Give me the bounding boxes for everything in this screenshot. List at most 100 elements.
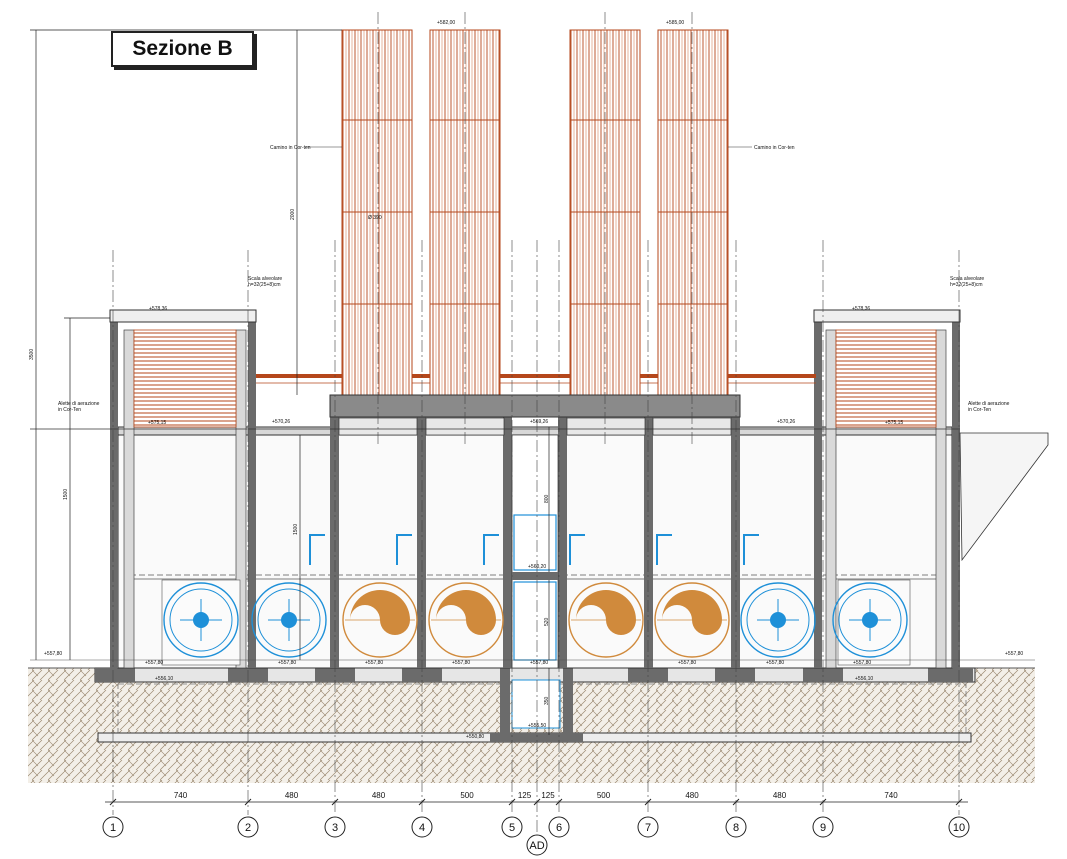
note-stair-right-2: h=32(25+8)cm	[950, 282, 983, 288]
axis-bubble-2: 2	[237, 816, 259, 838]
vertical-dims	[30, 29, 1035, 735]
level-roof-center: +569,26	[530, 419, 548, 425]
note-aer-left-2: in Cor-Ten	[58, 407, 81, 413]
dim-total: 3500	[29, 349, 35, 360]
note-chimney-left: Camino in Cor-ten	[270, 145, 311, 151]
fan-4	[428, 582, 504, 658]
level-chimney-top-left: +582,00	[437, 20, 455, 26]
fans	[161, 579, 911, 666]
dim-span-4: 500	[460, 791, 474, 800]
note-stair-right-1: Scala alveolare	[950, 276, 984, 282]
level-found-right: +556,10	[855, 676, 873, 682]
roof-band	[256, 374, 816, 384]
left-tower	[109, 309, 257, 428]
dim-tick	[109, 798, 117, 806]
fan-7	[740, 582, 816, 658]
chimney-4	[657, 29, 729, 396]
vertical-dim-texts: 3500 1500 2000 1500 800 520 350	[29, 209, 550, 705]
note-aer-left-1: Alette di aerazione	[58, 401, 100, 407]
axis-label-7: 7	[645, 822, 651, 834]
level-marks: +582,00 +585,00 +578,36 +578,36 +575,15 …	[44, 20, 1023, 740]
level-base: +550,80	[466, 734, 484, 740]
dim-ticks	[109, 798, 963, 806]
level-pit: +555,50	[528, 723, 546, 729]
note-chimney-right: Camino in Cor-ten	[754, 145, 795, 151]
axis-bubble-8: 8	[725, 816, 747, 838]
axis-label-6: 6	[556, 822, 562, 834]
dim-tick	[244, 798, 252, 806]
fan-5	[568, 582, 644, 658]
note-diameter: Ø 390	[368, 215, 382, 221]
axis-label-3: 3	[332, 822, 338, 834]
level-louver-right: +575,15	[885, 420, 903, 426]
dim-middle: 1500	[293, 524, 299, 535]
dim-tick	[819, 798, 827, 806]
fan-6	[654, 582, 730, 658]
fan-3	[342, 582, 418, 658]
fan-1	[163, 582, 239, 658]
dim-tick	[732, 798, 740, 806]
dim-tick	[418, 798, 426, 806]
axis-bubble-5: 5	[501, 816, 523, 838]
axis-bubble-6: 6	[548, 816, 570, 838]
level-ground-right: +557,80	[1005, 651, 1023, 657]
axis-label-5: 5	[509, 822, 515, 834]
axis-label-10: 10	[953, 822, 965, 834]
wall-fixtures	[309, 534, 759, 565]
dim-tick	[555, 798, 563, 806]
dim-span-7: 480	[685, 791, 699, 800]
axis-label-2: 2	[245, 822, 251, 834]
annotations: Camino in Cor-ten Camino in Cor-ten Ø 39…	[58, 145, 1010, 413]
level-floor-c: +557,80	[365, 660, 383, 666]
axis-ad: AD	[526, 834, 548, 856]
right-tower	[813, 309, 961, 428]
axis-bubbles: 1 2 3 4 5 6 7 8 9 10	[102, 816, 970, 838]
dim-tick	[644, 798, 652, 806]
axis-label-1: 1	[110, 822, 116, 834]
axis-bubble-7: 7	[637, 816, 659, 838]
dim-span-1: 740	[174, 791, 188, 800]
axis-label-8: 8	[733, 822, 739, 834]
axis-label-9: 9	[820, 822, 826, 834]
dim-c3: 350	[544, 696, 550, 705]
level-floor-h: +557,80	[530, 660, 548, 666]
dim-span-6: 500	[597, 791, 611, 800]
note-stair-left-1: Scala alveolare	[248, 276, 282, 282]
level-ground-left: +557,80	[44, 651, 62, 657]
dim-chimney: 2000	[290, 209, 296, 220]
axis-ad-label: AD	[529, 840, 544, 852]
axis-bubble-9: 9	[812, 816, 834, 838]
note-aer-right-2: in Cor-Ten	[968, 407, 991, 413]
fan-8	[832, 582, 908, 658]
level-floor-d: +557,80	[452, 660, 470, 666]
note-aer-right-1: Alette di aerazione	[968, 401, 1010, 407]
axis-label-4: 4	[419, 822, 425, 834]
level-floor-f: +557,80	[766, 660, 784, 666]
axis-lines	[30, 12, 960, 835]
dim-span-8: 480	[773, 791, 787, 800]
level-floor-g: +557,80	[853, 660, 871, 666]
axis-bubble-1: 1	[102, 816, 124, 838]
dim-tick-ad	[533, 798, 541, 806]
dim-tick	[955, 798, 963, 806]
dim-tick	[331, 798, 339, 806]
level-floor-a: +557,80	[145, 660, 163, 666]
note-stair-left-2: h=32(25+8)cm	[248, 282, 281, 288]
level-chimney-top-right: +585,00	[666, 20, 684, 26]
dim-span-9: 740	[884, 791, 898, 800]
axis-bubble-4: 4	[411, 816, 433, 838]
level-tower-top-left: +578,36	[149, 306, 167, 312]
dim-tick	[508, 798, 516, 806]
dim-span-ad: 125	[541, 791, 555, 800]
section-title: Sezione B	[111, 31, 254, 67]
axis-bubble-3: 3	[324, 816, 346, 838]
dim-span-3: 480	[372, 791, 386, 800]
axis-bubble-10: 10	[948, 816, 970, 838]
level-roof-right: +570,26	[777, 419, 795, 425]
level-found-left: +556,10	[155, 676, 173, 682]
dim-c2: 520	[544, 617, 550, 626]
building-body	[110, 310, 1049, 669]
dim-span-5: 125	[518, 791, 532, 800]
